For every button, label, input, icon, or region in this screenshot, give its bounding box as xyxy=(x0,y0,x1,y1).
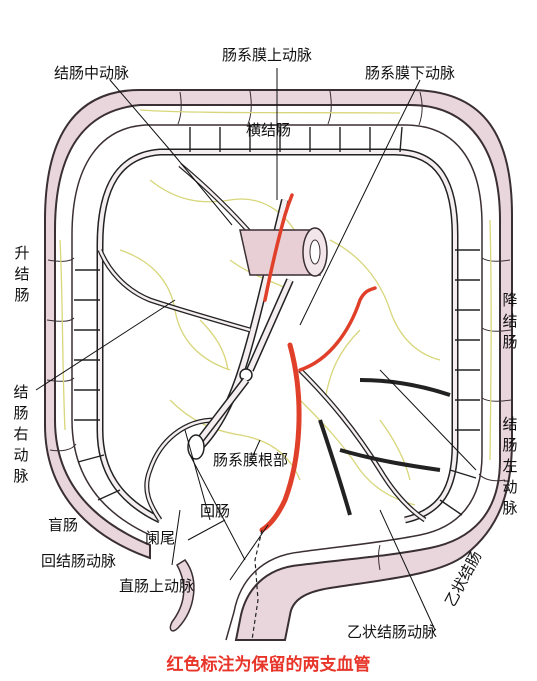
colon-outline xyxy=(44,89,513,641)
retained-vessel-left-colic xyxy=(259,342,302,533)
appendix-shape xyxy=(169,558,195,632)
retained-vessel-middle-colic xyxy=(263,193,294,302)
colon-inner-band xyxy=(71,124,483,641)
label-right-colic: 结肠右动脉 xyxy=(13,383,29,485)
label-middle-colic: 结肠中动脉 xyxy=(54,64,130,82)
label-ima: 肠系膜下动脉 xyxy=(365,64,456,82)
label-superior-rectal: 直肠上动脉 xyxy=(119,577,195,595)
label-sigmoid-arteries: 乙状结肠动脉 xyxy=(347,623,438,641)
mesentery-root-stump xyxy=(187,227,328,460)
label-ileocolic: 回结肠动脉 xyxy=(41,552,117,570)
label-cecum: 盲肠 xyxy=(48,516,79,534)
sigmoid-dashed-line xyxy=(251,529,263,641)
label-transverse-colon: 横结肠 xyxy=(246,121,292,139)
label-ileum: 回肠 xyxy=(200,502,231,520)
label-appendix: 阑尾 xyxy=(145,529,176,547)
retained-vessel-left-branch xyxy=(298,286,377,372)
label-descending-colon: 降结肠 xyxy=(502,291,518,351)
caption: 红色标注为保留的两支血管 xyxy=(166,655,371,675)
label-ascending-colon: 升结肠 xyxy=(14,244,30,304)
retained-vessels xyxy=(259,193,377,533)
vasa-recta xyxy=(74,126,480,516)
label-sma: 肠系膜上动脉 xyxy=(222,46,313,64)
leader-lines xyxy=(35,68,477,631)
label-left-colic: 结肠左动脉 xyxy=(502,415,518,517)
label-mesentery-root: 肠系膜根部 xyxy=(213,451,289,469)
minor-vessels xyxy=(59,109,492,506)
